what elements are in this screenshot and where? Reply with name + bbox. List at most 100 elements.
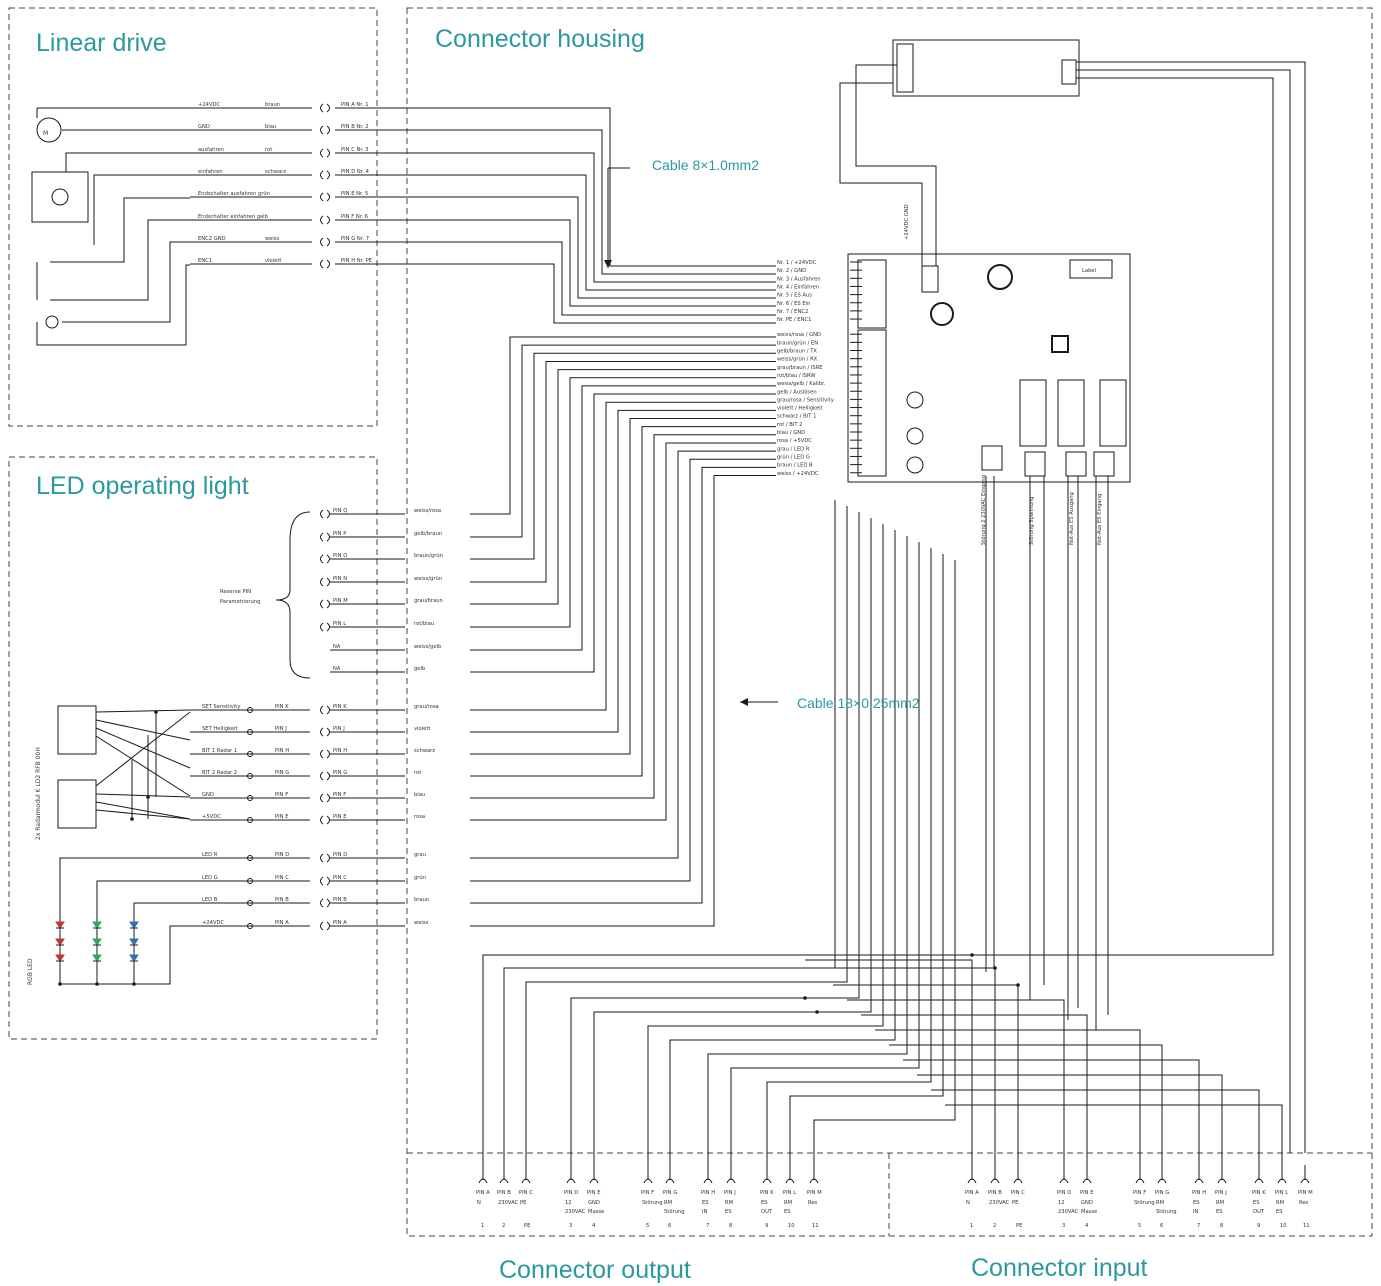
- out-number-label: 5: [646, 1223, 649, 1229]
- in-number-label: PE: [1016, 1223, 1022, 1229]
- out-pin-label: PIN E: [587, 1190, 600, 1196]
- in-number-label: 5: [1138, 1223, 1141, 1229]
- in-number-label: 8: [1220, 1223, 1223, 1229]
- out-pin-label: PIN H: [701, 1190, 715, 1196]
- radar-signal-label: SET Sensitivity: [202, 704, 240, 710]
- relay-terminal: [1065, 451, 1087, 477]
- in-signal-label: ES: [1253, 1200, 1260, 1206]
- out-signal-label: 230VAC: [565, 1209, 586, 1215]
- out-number-label: 2: [502, 1223, 505, 1229]
- linear-drive-color-label: rot: [265, 147, 272, 153]
- out-number-label: 3: [569, 1223, 572, 1229]
- rgb-plug: [326, 853, 330, 863]
- rgb-signal-label: +24VDC: [202, 920, 224, 926]
- radar-pin-label: PIN E: [275, 814, 288, 820]
- led-color-label: weiss/rosa: [414, 508, 441, 514]
- in-signal-label: RM: [1216, 1200, 1224, 1206]
- input-route-wire: [861, 1014, 1088, 1165]
- rgb-pin-label: PIN B: [275, 897, 289, 903]
- board-terminal-label: schwarz / BIT 1: [777, 414, 816, 420]
- encoder-sensor-symbol: [45, 315, 59, 329]
- linear-drive-signal-label: ENC2 GND: [198, 236, 226, 242]
- out-number-label: 9: [765, 1223, 768, 1229]
- out-pin-label: PIN B: [497, 1190, 511, 1196]
- rgb-signal-label: LED B: [202, 897, 218, 903]
- motor-letter: M: [43, 130, 48, 137]
- rgb-plug: [320, 921, 324, 931]
- cable-18-wire: [470, 360, 776, 583]
- cable-8-wire: [405, 219, 776, 307]
- radar-color-label: rot: [414, 770, 421, 776]
- output-route-wire: [707, 536, 908, 1165]
- junction-dot: [993, 966, 997, 970]
- in-number-label: 6: [1160, 1223, 1163, 1229]
- in-number-label: 2: [993, 1223, 996, 1229]
- radar-module-wire: [95, 709, 191, 713]
- radar-signal-label: BIT 2 Radar 2: [202, 770, 237, 776]
- out-number-label: 8: [729, 1223, 732, 1229]
- rgb-pin2-label: PIN A: [333, 920, 347, 926]
- limit-switch-wire: [50, 197, 190, 263]
- in-pin-label: PIN H: [1192, 1190, 1206, 1196]
- led-diode-symbol: [55, 921, 65, 929]
- radar-signal-label: BIT 1 Radar 1: [202, 748, 237, 754]
- cable-8-wire: [405, 152, 776, 283]
- cable-18-wire: [470, 393, 776, 673]
- connector-output-title: Connector output: [499, 1256, 691, 1284]
- board-terminal-label: blau / GND: [777, 430, 805, 436]
- linear-drive-pin-label: PIN E Nr. 5: [341, 191, 368, 197]
- in-signal-label: Störung: [1134, 1200, 1155, 1206]
- out-pin-label: PIN M: [807, 1190, 822, 1196]
- cable-18-wire: [470, 458, 776, 882]
- linear-drive-pin-label: PIN F Nr. 6: [341, 214, 368, 220]
- radar-module-wire: [95, 793, 191, 798]
- out-pin-label: PIN L: [783, 1190, 796, 1196]
- rgb-led-label: RGB LED: [27, 958, 34, 985]
- in-signal-label: ES: [1276, 1209, 1283, 1215]
- board-terminal-label: Nr. 6 / ES Ein: [777, 301, 810, 307]
- motor-wire: [65, 152, 190, 172]
- board-terminal-label: braun / LED B: [777, 463, 813, 469]
- output-route-wire: [730, 542, 920, 1165]
- radar-pin-label: PIN G: [275, 770, 289, 776]
- radar-module-wire: [95, 735, 191, 797]
- board-label-box: [1069, 259, 1113, 279]
- out-signal-label: ES: [725, 1209, 732, 1215]
- board-terminal-label: rosa / +5VDC: [777, 438, 812, 444]
- linear-drive-pin-label: PIN G Nr. 7: [341, 236, 369, 242]
- in-pin-label: PIN J: [1215, 1190, 1227, 1196]
- power-supply: [892, 39, 1080, 97]
- linear-drive-signal-label: einfahren: [198, 169, 223, 175]
- board-terminal-label: Nr. 7 / ENC2: [777, 309, 808, 315]
- cable-18-wire: [470, 450, 776, 859]
- cable-label-18x025: Cable 18×0.25mm2: [797, 695, 920, 711]
- out-signal-label: RM: [784, 1200, 792, 1206]
- rgb-wire: [96, 880, 190, 984]
- led-plug: [320, 622, 324, 632]
- out-number-label: 4: [592, 1223, 596, 1229]
- led-plug: [326, 554, 330, 564]
- radar-plug: [326, 815, 330, 825]
- led-light-frame: [8, 456, 378, 1040]
- cable1-leader: [607, 167, 630, 268]
- linear-drive-plug: [326, 125, 330, 135]
- in-pin-label: PIN D: [1057, 1190, 1071, 1196]
- rgb-color-label: braun: [414, 897, 429, 903]
- relay-terminal: [1093, 451, 1115, 477]
- input-route-wire: [931, 1089, 1260, 1165]
- rgb-plug: [326, 898, 330, 908]
- radar-signal-label: +5VDC: [202, 814, 221, 820]
- board-terminal-label: violett / Helligkeit: [777, 406, 823, 412]
- out-signal-label: Störung: [642, 1200, 663, 1206]
- in-number-label: 4: [1085, 1223, 1089, 1229]
- rgb-pin2-label: PIN B: [333, 897, 347, 903]
- control-board: [847, 253, 1131, 483]
- in-signal-label: Masse: [1081, 1209, 1097, 1215]
- input-route-wire: [903, 1059, 1200, 1165]
- input-route-wire: [917, 1074, 1223, 1165]
- out-pin-label: PIN K: [760, 1190, 774, 1196]
- in-number-label: 9: [1257, 1223, 1260, 1229]
- out-signal-label: Masse: [588, 1209, 604, 1215]
- inductor-symbol: [987, 264, 1013, 290]
- in-pin-label: PIN B: [988, 1190, 1002, 1196]
